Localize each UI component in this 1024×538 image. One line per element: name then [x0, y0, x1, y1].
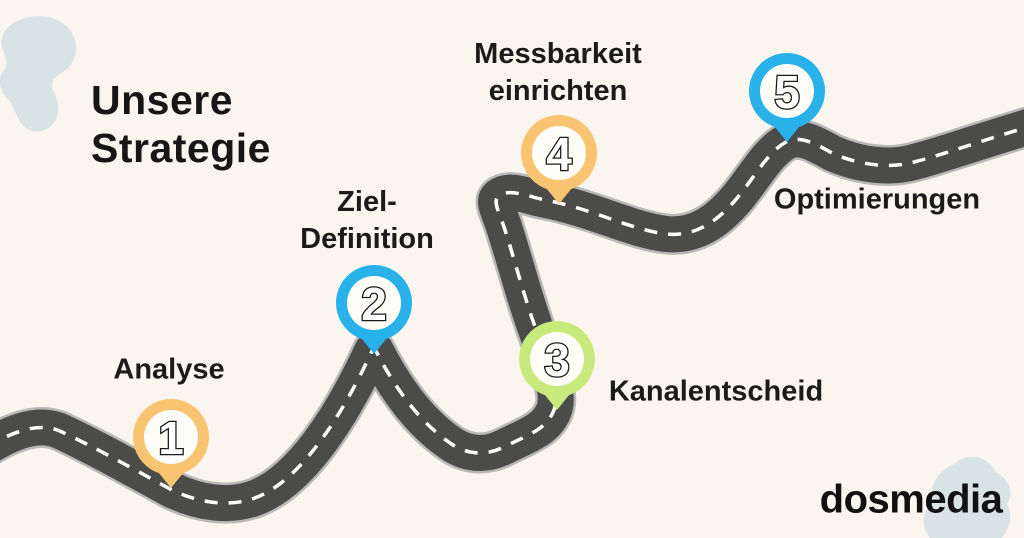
map-pin-icon: 5 [749, 53, 825, 142]
pin-inner-circle [144, 410, 198, 464]
step-label-messbarkeit: Messbarkeit einrichten [474, 36, 642, 110]
step-label-line: Ziel- [337, 186, 397, 218]
map-pin-icon: 2 [336, 265, 412, 354]
road-center-line [0, 126, 1024, 505]
step-number: 4 [546, 128, 572, 180]
step-label-text: Optimierungen [773, 183, 981, 216]
step-number: 3 [544, 334, 570, 386]
decorative-blob-bottom-right [923, 457, 1011, 538]
pin-inner-circle [347, 276, 401, 330]
step-number: 2 [361, 278, 387, 330]
map-pin-icon: 1 [133, 399, 209, 488]
step-label-analyse: Analyse [113, 352, 224, 389]
step-pin-5: 5 [747, 51, 827, 143]
step-label-optimierungen: Optimierungen [774, 182, 980, 219]
title-line-2: Strategie [91, 125, 271, 171]
brand-logo: dosmedia [819, 477, 1003, 522]
step-pin-2: 2 [334, 263, 414, 355]
step-label-text: Kanalentscheid [608, 375, 824, 408]
step-number: 5 [774, 66, 800, 118]
step-label-text: Analyse [113, 353, 225, 386]
step-pin-1: 1 [131, 397, 211, 489]
step-number: 1 [158, 412, 184, 464]
step-label-line: einrichten [488, 75, 628, 107]
title-line-1: Unsere [91, 77, 234, 123]
step-pin-3: 3 [517, 319, 597, 411]
step-label-kanalentscheid: Kanalentscheid [609, 374, 823, 411]
map-pin-icon: 4 [521, 115, 597, 204]
step-label-line: Messbarkeit [474, 38, 642, 70]
pin-inner-circle [760, 64, 814, 118]
pin-inner-circle [530, 332, 584, 386]
step-label-line: Definition [300, 223, 434, 255]
pin-inner-circle [532, 126, 586, 180]
step-pin-4: 4 [519, 113, 599, 205]
blob-shape [0, 16, 77, 132]
decorative-blob-top-left [0, 16, 77, 132]
map-pin-icon: 3 [519, 321, 595, 410]
step-label-ziel-definition: Ziel- Definition [300, 184, 434, 258]
blob-shape [923, 457, 1011, 538]
